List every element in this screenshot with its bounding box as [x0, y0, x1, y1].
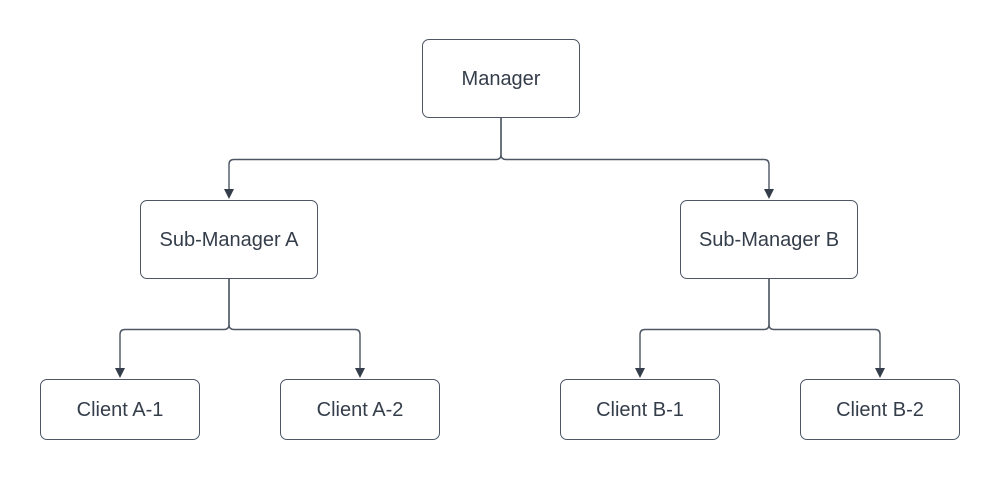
node-sub-manager-b[interactable]: Sub-Manager B: [680, 200, 858, 279]
arrowhead-sub-manager-b-to-client-b-2: [875, 368, 885, 378]
node-label-client-a-2: Client A-2: [316, 398, 404, 421]
connector-manager-to-sub-manager-b: [500, 118, 770, 191]
node-label-sub-manager-b: Sub-Manager B: [698, 228, 840, 251]
connector-sub-manager-a-to-client-a-2: [228, 279, 361, 370]
arrowhead-manager-to-sub-manager-b: [764, 189, 774, 199]
connector-sub-manager-b-to-client-b-2: [768, 279, 881, 370]
node-client-a-1[interactable]: Client A-1: [40, 379, 200, 440]
node-sub-manager-a[interactable]: Sub-Manager A: [140, 200, 318, 279]
node-client-b-1[interactable]: Client B-1: [560, 379, 720, 440]
arrowhead-sub-manager-b-to-client-b-1: [635, 368, 645, 378]
node-manager[interactable]: Manager: [422, 39, 580, 118]
node-label-client-b-2: Client B-2: [836, 398, 924, 421]
node-label-client-a-1: Client A-1: [76, 398, 164, 421]
arrowhead-manager-to-sub-manager-a: [224, 189, 234, 199]
node-client-b-2[interactable]: Client B-2: [800, 379, 960, 440]
node-label-sub-manager-a: Sub-Manager A: [159, 228, 299, 251]
node-client-a-2[interactable]: Client A-2: [280, 379, 440, 440]
node-label-manager: Manager: [461, 67, 541, 90]
node-label-client-b-1: Client B-1: [596, 398, 684, 421]
arrowhead-sub-manager-a-to-client-a-1: [115, 368, 125, 378]
arrowhead-sub-manager-a-to-client-a-2: [355, 368, 365, 378]
